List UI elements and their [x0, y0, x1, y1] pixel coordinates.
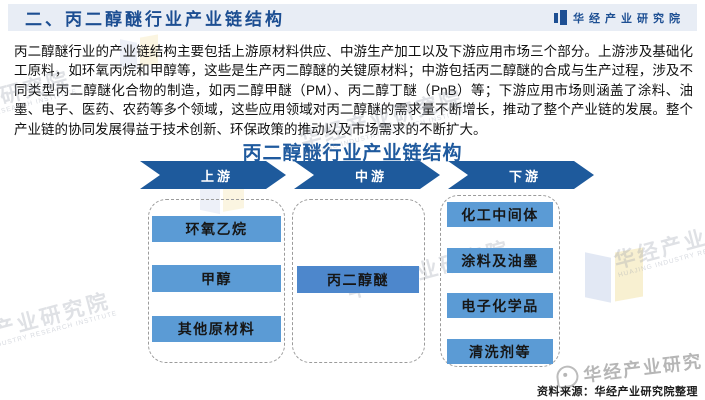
brand-logo: 华经产业研究院 [554, 10, 697, 26]
node-propylene-glycol-ether: 丙二醇醚 [297, 266, 419, 293]
watermark: 华经产业研究院 HUAJING INDUSTRY RESEARCH INSTIT… [0, 289, 119, 361]
node-methanol: 甲醇 [152, 265, 281, 292]
stage-banner-midstream: 中游 [294, 161, 440, 189]
node-chemical-intermediates: 化工中间体 [447, 202, 553, 227]
node-other-raw-materials: 其他原材料 [152, 316, 281, 342]
node-electronic-chemicals: 电子化学品 [447, 293, 553, 318]
stage-label: 上游 [200, 168, 233, 184]
node-cleaning-agents: 清洗剂等 [447, 339, 553, 364]
watermark: 华经产业研究院 HUAJING INDUSTRY RESEARCH INSTIT… [611, 207, 705, 280]
book-logo-icon [554, 10, 567, 25]
stage-banner-downstream: 下游 [448, 161, 594, 189]
stage-label: 中游 [354, 168, 387, 184]
node-coatings-inks: 涂料及油墨 [447, 248, 553, 273]
stage-banner-upstream: 上游 [140, 161, 286, 189]
downstream-group-box [440, 195, 560, 367]
page-title: 二、丙二醇醚行业产业链结构 [25, 10, 285, 29]
diagram-title: 丙二醇醚行业产业链结构 [242, 143, 463, 164]
midstream-group-box [292, 199, 425, 363]
brand-name: 华经产业研究院 [573, 12, 685, 25]
source-note: 资料来源：华经产业研究院整理 [537, 386, 698, 398]
stage-label: 下游 [508, 168, 541, 184]
header-band: 二、丙二醇醚行业产业链结构 华经产业研究院 [8, 4, 697, 31]
node-ethylene-oxide: 环氧乙烷 [152, 216, 281, 242]
upstream-group-box [148, 199, 285, 363]
book-watermark-icon [585, 247, 643, 308]
weibo-watermark-text: 华经产业研究 [582, 351, 704, 386]
intro-paragraph: 丙二醇醚行业的产业链结构主要包括上游原材料供应、中游生产加工以及下游应用市场三个… [14, 44, 693, 137]
